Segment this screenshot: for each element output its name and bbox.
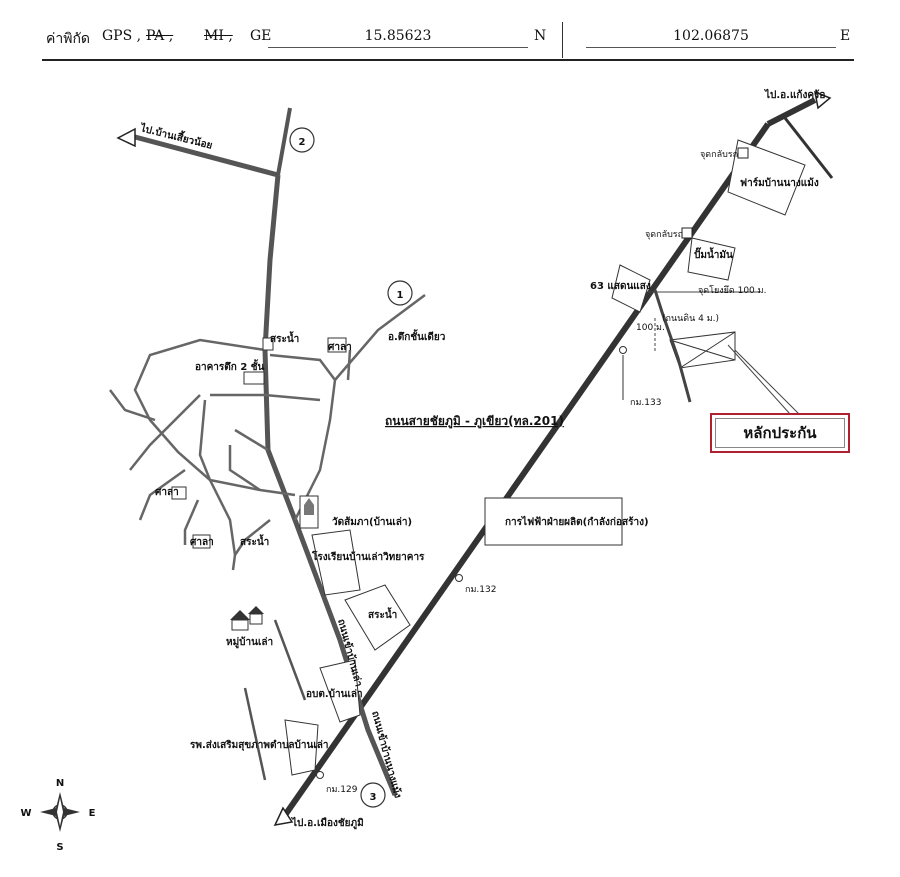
farm-label: ฟาร์มบ้านนางแม้ง bbox=[740, 177, 819, 189]
power-plant-box bbox=[484, 497, 623, 546]
junction-label: จุดโยงยึด 100 ม. bbox=[698, 285, 766, 296]
uturn-label-2: จุดกลับรถ bbox=[645, 230, 683, 240]
road-to-baan-siao bbox=[134, 134, 279, 178]
compass-south: S bbox=[56, 842, 63, 853]
arrow-northwest-icon bbox=[116, 127, 136, 148]
longitude-field-line bbox=[586, 47, 836, 48]
km132-label: กม.132 bbox=[465, 585, 496, 595]
farm-box bbox=[727, 139, 806, 216]
building-label: อาคารตึก 2 ชั้น bbox=[195, 359, 265, 373]
stake-inner-frame bbox=[715, 418, 845, 448]
km133-marker-icon bbox=[619, 346, 627, 354]
dest-northeast-label: ไป.อ.แก้งคร้อ bbox=[764, 88, 825, 101]
uturn-sign-1-icon bbox=[737, 147, 749, 159]
shop-label: 63 แสดนแสง bbox=[590, 281, 651, 292]
road-baan-lao bbox=[262, 174, 398, 796]
stake-pointer-1 bbox=[734, 349, 801, 416]
km132-marker-icon bbox=[455, 574, 463, 582]
village-house-icon bbox=[230, 606, 264, 631]
gps-option-pa: PA , bbox=[146, 28, 174, 44]
village-road-network bbox=[109, 293, 426, 571]
route-marker-1-label: 1 bbox=[397, 290, 404, 301]
temple-label: วัดส้มภา(บ้านเล่า) bbox=[332, 516, 412, 528]
highway-201 bbox=[280, 122, 771, 820]
longitude-direction: E bbox=[840, 28, 851, 44]
hospital-label: รพ.ส่งเสริมสุขภาพตำบลบ้านเล่า bbox=[190, 739, 329, 751]
compass-rose-icon bbox=[40, 792, 80, 832]
gps-option-gps: GPS , bbox=[102, 28, 142, 44]
sala-label-1: ศาลา bbox=[328, 342, 352, 353]
gps-label: ค่าพิกัด bbox=[46, 31, 91, 47]
gas-station-label: ปั๊มน้ำมัน bbox=[694, 247, 733, 261]
arrow-southwest-icon bbox=[273, 806, 294, 826]
latitude-value: 15.85623 bbox=[364, 28, 432, 44]
reservoir-box-1 bbox=[262, 337, 274, 351]
road-hospital bbox=[243, 687, 267, 781]
sala-box-1 bbox=[327, 337, 347, 353]
highway-northeast-segment bbox=[766, 97, 817, 127]
road-route2-north bbox=[276, 107, 292, 176]
temple-icon bbox=[304, 498, 314, 515]
stake-land-diagonal-2 bbox=[679, 331, 736, 369]
uturn-label-1: จุดกลับรถ bbox=[700, 150, 738, 160]
sala-label-2: ศาลา bbox=[155, 487, 179, 498]
hospital-box bbox=[284, 719, 319, 776]
uturn-sign-2-icon bbox=[681, 227, 693, 239]
km133-label: กม.133 bbox=[630, 398, 661, 408]
gps-option-mi: MI , bbox=[204, 28, 233, 44]
highway-title: ถนนสายชัยภูมิ - ภูเขียว(ทล.201) bbox=[385, 414, 564, 429]
gps-coordinate-bar: ค่าพิกัด GPS , PA , MI , GE 15.85623 N 1… bbox=[42, 18, 854, 61]
building-two-story bbox=[243, 371, 265, 385]
sala-box-2 bbox=[171, 486, 187, 500]
compass-east: E bbox=[89, 808, 96, 819]
route-marker-1 bbox=[387, 280, 413, 306]
gps-option-ge: GE bbox=[250, 28, 272, 44]
latitude-direction: N bbox=[534, 28, 547, 44]
reservoir-box-3 bbox=[344, 584, 411, 651]
tao-box bbox=[319, 659, 361, 723]
route-marker-2 bbox=[289, 127, 315, 153]
gas-station-box bbox=[687, 237, 736, 281]
arrow-northeast-icon bbox=[814, 90, 832, 110]
reservoir-label-3: สระน้ำ bbox=[368, 607, 397, 621]
latitude-field-line bbox=[268, 47, 528, 48]
header-rule bbox=[42, 59, 854, 61]
route-marker-3-label: 3 bbox=[370, 792, 377, 803]
route-marker-2-label: 2 bbox=[299, 137, 306, 148]
reservoir-label-1: สระน้ำ bbox=[270, 331, 299, 345]
km129-label: กม.129 bbox=[326, 785, 358, 795]
stake-label: หลักประกัน bbox=[743, 424, 817, 442]
dest-southwest-label: ไป.อ.เมืองชัยภูมิ bbox=[291, 816, 364, 830]
school-label: โรงเรียนบ้านเล่าวิทยาคาร bbox=[311, 550, 425, 563]
shop-box bbox=[611, 264, 651, 313]
power-plant-label: การไฟฟ้าฝ่ายผลิต(กำลังก่อสร้าง) bbox=[505, 515, 649, 528]
stake-land-diagonal-1 bbox=[669, 339, 736, 361]
compass-north: N bbox=[56, 778, 64, 789]
school-box bbox=[311, 529, 361, 596]
stake-label-box: หลักประกัน bbox=[710, 413, 850, 453]
tao-label: อบต.บ้านเล่า bbox=[306, 688, 363, 700]
stake-pointer-2 bbox=[727, 344, 791, 415]
road-farm bbox=[783, 117, 834, 179]
compass-west: W bbox=[20, 808, 31, 819]
road-dirt-4m bbox=[653, 289, 692, 403]
km129-marker-icon bbox=[316, 771, 324, 779]
route-marker-3 bbox=[360, 782, 386, 808]
dirt-road-label: (ถนนดิน 4 ม.) bbox=[662, 313, 719, 324]
sala-box-3 bbox=[192, 534, 211, 549]
sala-label-3: ศาลา bbox=[190, 537, 214, 548]
road-tao bbox=[273, 619, 307, 701]
reservoir-label-2: สระน้ำ bbox=[240, 534, 269, 548]
distance-label: 100 ม. bbox=[636, 323, 665, 333]
longitude-value: 102.06875 bbox=[673, 28, 749, 44]
tambon-label: อ.ตึกชั้นเดียว bbox=[388, 329, 446, 343]
gps-separator bbox=[562, 22, 563, 58]
village-label: หมู่บ้านเล่า bbox=[226, 636, 273, 649]
